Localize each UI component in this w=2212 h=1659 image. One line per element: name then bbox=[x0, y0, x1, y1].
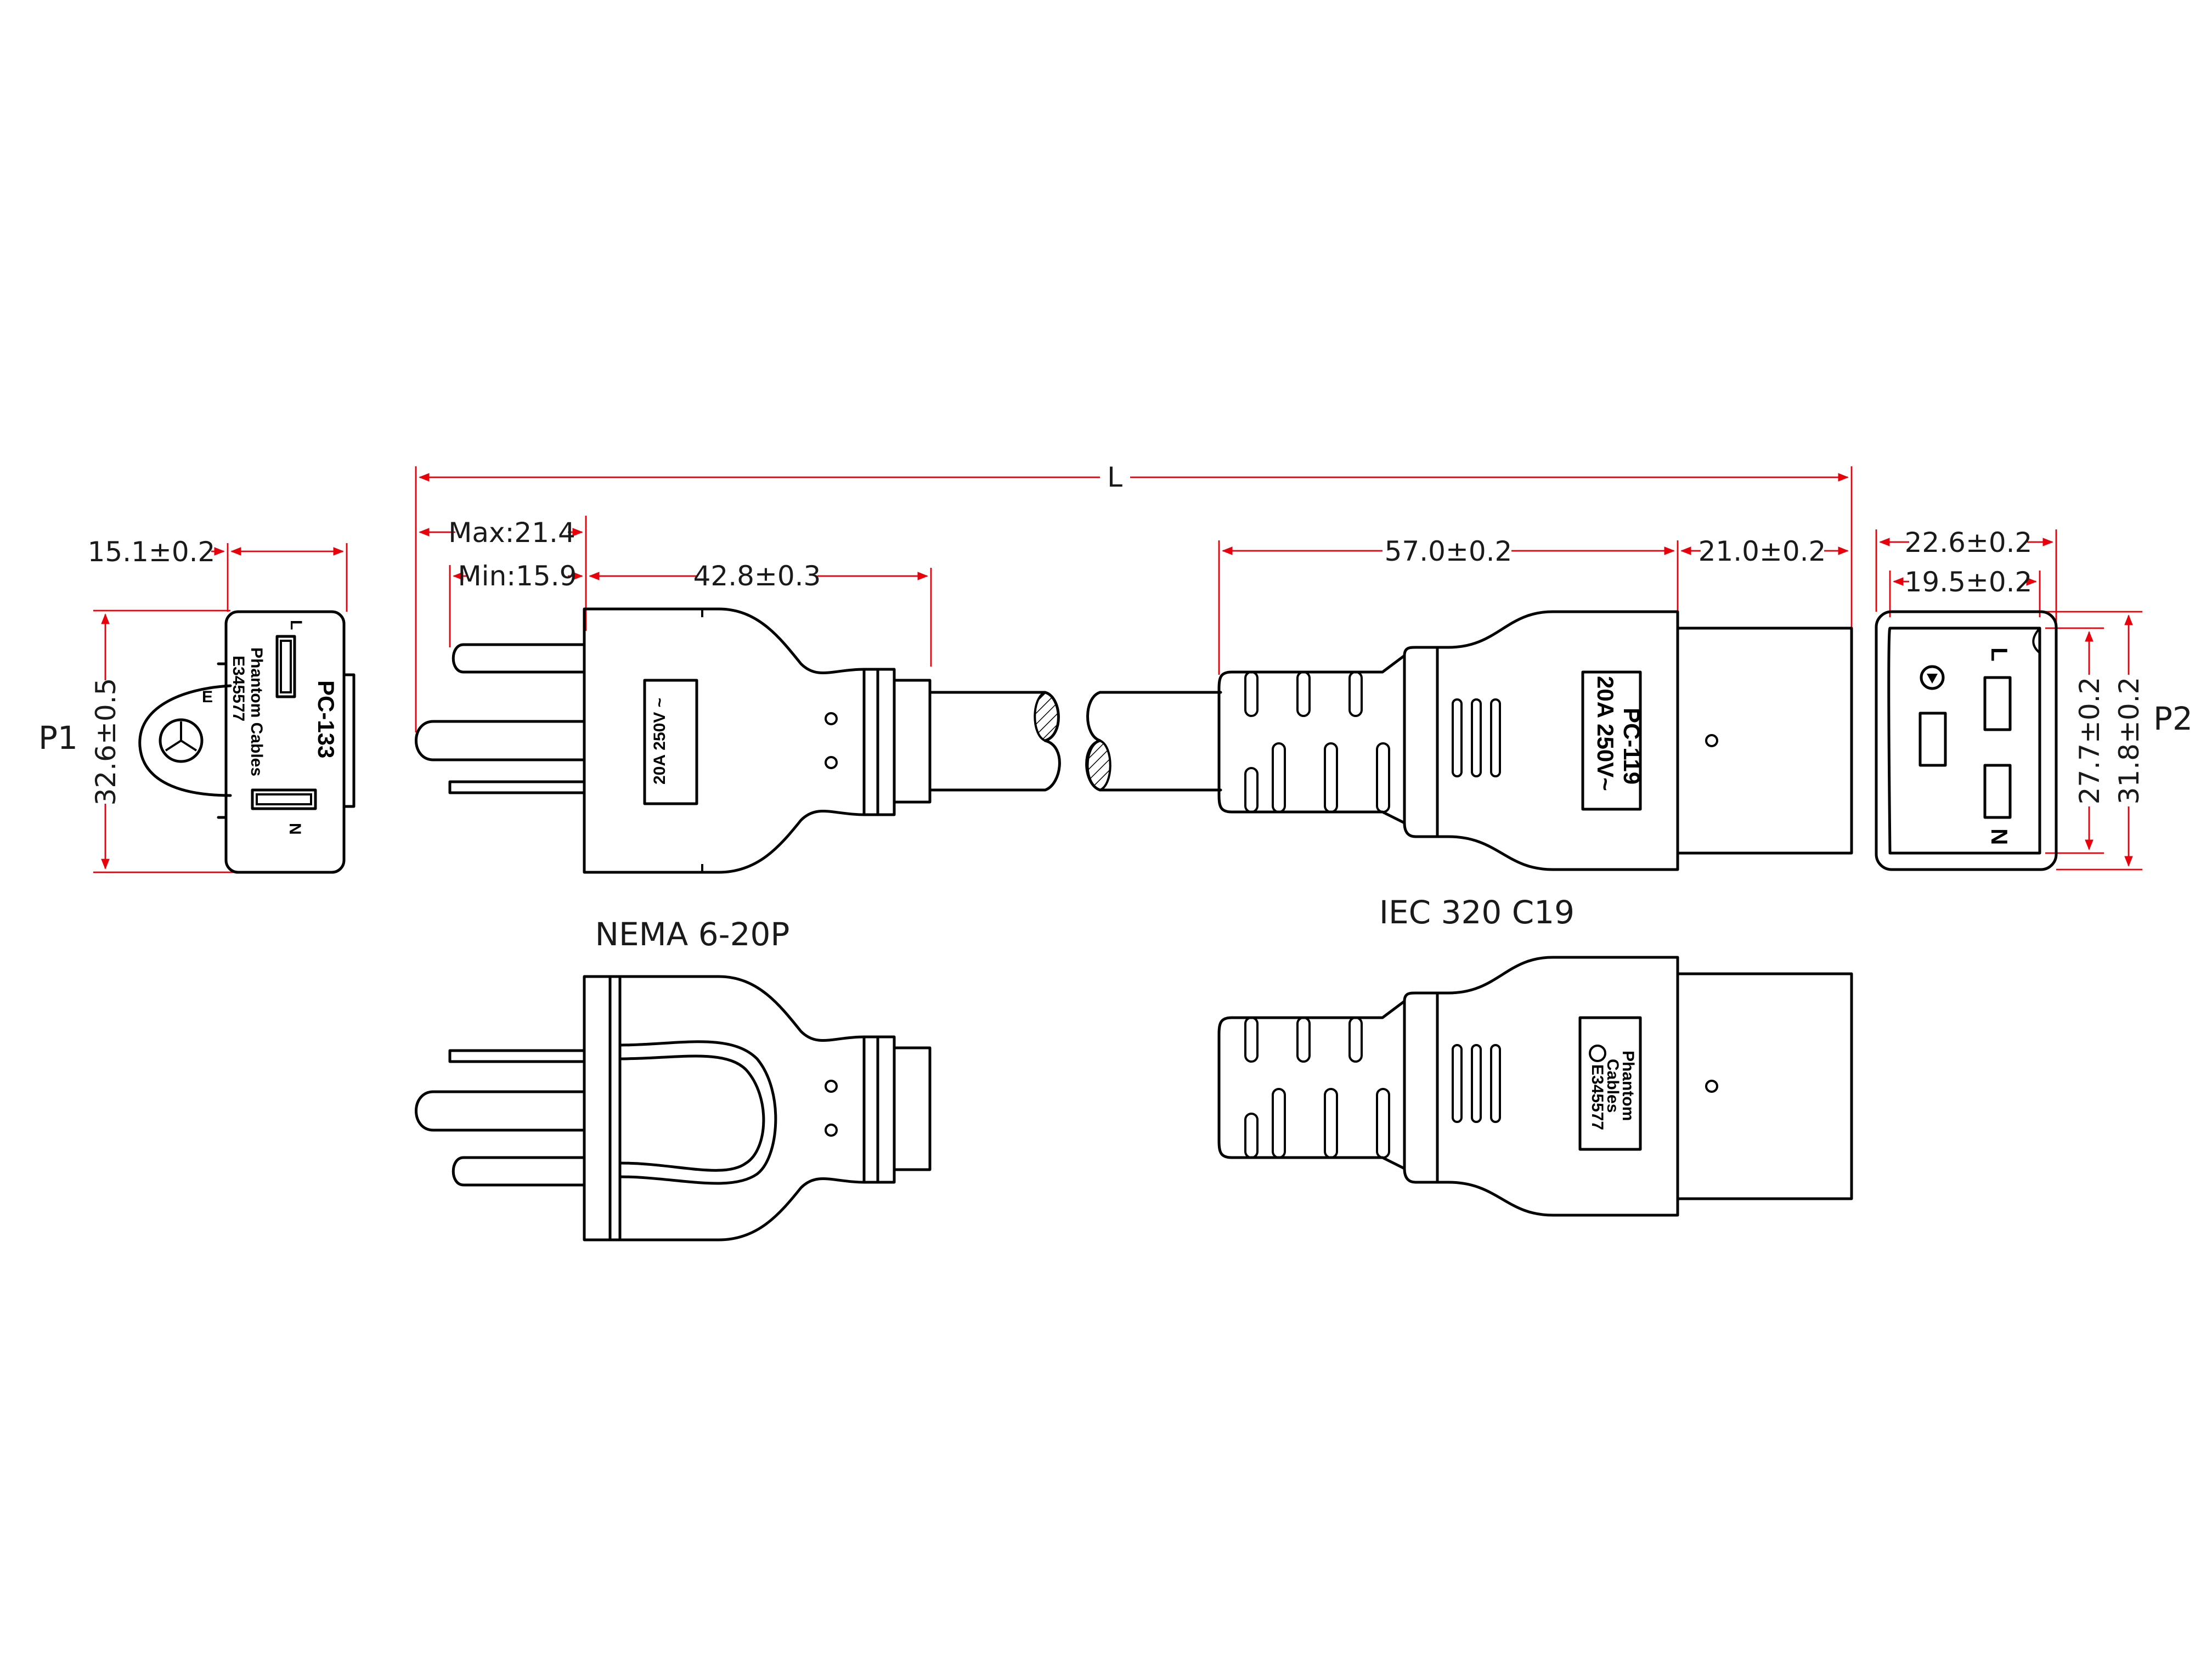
connector-side-view-bottom: Phantom Cables E345577 bbox=[1217, 956, 1853, 1217]
face-outer-height-dimension: 31.8±0.2 bbox=[2045, 611, 2145, 871]
face-inner-width-dimension: 19.5±0.2 bbox=[1889, 566, 2041, 617]
p2-label: P2 bbox=[2153, 700, 2193, 737]
conn-head-dimension: 21.0±0.2 bbox=[1680, 535, 1849, 567]
plug-side-view-top: 20A 250V ~ bbox=[415, 607, 1061, 874]
pin-e-label: E bbox=[202, 688, 213, 706]
conn-model-text: PC-119 bbox=[1619, 708, 1645, 785]
conn-face-pin-n: N bbox=[1987, 828, 2012, 845]
plug-face-model: PC-133 bbox=[313, 680, 339, 758]
plug-body-dimension: 42.8±0.3 bbox=[589, 560, 932, 667]
conn-face-pin-l: L bbox=[1987, 647, 2012, 662]
plug-title: NEMA 6-20P bbox=[595, 916, 790, 953]
face-inner-height-label: 27.7±0.2 bbox=[2074, 677, 2106, 805]
plug-pin-l-label: L bbox=[287, 620, 305, 630]
plug-face-brand: Phantom Cables bbox=[247, 647, 266, 776]
plug-max-dimension: Max:21.4 bbox=[419, 516, 587, 631]
connector-side-view-top: PC-119 20A 250V~ bbox=[1217, 610, 1853, 871]
plug-face-view: P1 E L N E345577 Phantom Cables PC-133 bbox=[38, 610, 356, 874]
conn-rating-text: 20A 250V~ bbox=[1593, 676, 1618, 791]
face-outer-width-dimension: 22.6±0.2 bbox=[1875, 527, 2057, 625]
plug-min-label: Min:15.9 bbox=[458, 560, 577, 592]
plug-face-cert: E345577 bbox=[229, 656, 247, 721]
plug-body-label: 42.8±0.3 bbox=[693, 560, 821, 592]
plug-face-width-label: 15.1±0.2 bbox=[88, 536, 216, 568]
plug-face-height-dimension: 32.6±0.5 bbox=[90, 610, 237, 873]
plug-min-dimension: Min:15.9 bbox=[449, 560, 583, 647]
face-inner-height-dimension: 27.7±0.2 bbox=[2045, 627, 2106, 854]
conn-cert-text: E345577 bbox=[1588, 1064, 1606, 1130]
cable-break-right bbox=[1085, 691, 1222, 792]
conn-head-label: 21.0±0.2 bbox=[1699, 535, 1826, 567]
face-outer-width-label: 22.6±0.2 bbox=[1905, 527, 2033, 558]
conn-brand-line1: Phantom bbox=[1619, 1051, 1637, 1121]
plug-face-height-label: 32.6±0.5 bbox=[90, 678, 122, 806]
connector-title: IEC 320 C19 bbox=[1379, 894, 1575, 931]
connector-face-view: L N P2 bbox=[1875, 610, 2193, 871]
face-outer-height-label: 31.8±0.2 bbox=[2113, 677, 2145, 805]
conn-brand-line2: Cables bbox=[1604, 1059, 1622, 1113]
plug-side-view-bottom bbox=[415, 975, 932, 1242]
plug-max-label: Max:21.4 bbox=[448, 517, 575, 549]
p1-label: P1 bbox=[38, 719, 78, 757]
plug-rating-text: 20A 250V ~ bbox=[651, 698, 669, 785]
face-inner-width-label: 19.5±0.2 bbox=[1905, 566, 2033, 598]
plug-pin-n-label: N bbox=[286, 823, 304, 835]
overall-length-dimension: L bbox=[415, 461, 1853, 732]
conn-body-label: 57.0±0.2 bbox=[1385, 535, 1513, 567]
overall-length-label: L bbox=[1107, 461, 1122, 493]
plug-face-width-dimension: 15.1±0.2 bbox=[88, 536, 348, 612]
conn-body-dimension: 57.0±0.2 bbox=[1218, 535, 1679, 675]
